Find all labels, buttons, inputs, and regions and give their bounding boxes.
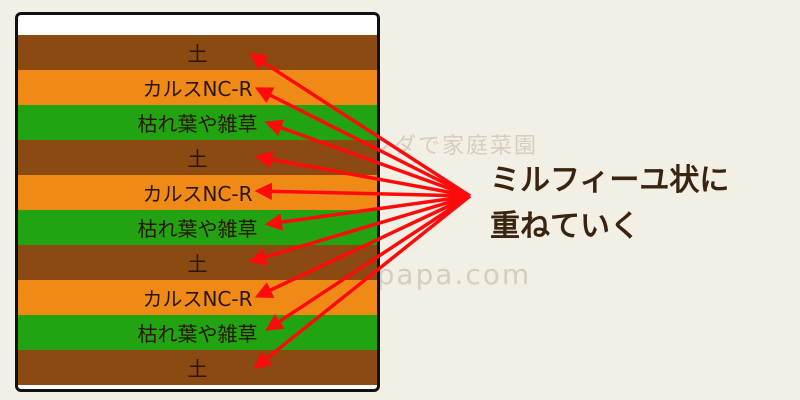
layer-soil: 土: [18, 245, 377, 280]
layer-label: 土: [187, 252, 208, 276]
layer-label: 枯れ葉や雑草: [137, 322, 258, 346]
arrow: [264, 194, 471, 231]
arrow: [248, 194, 471, 266]
arrow: [254, 194, 471, 298]
layer-label: カルスNC-R: [142, 182, 253, 206]
arrow: [254, 150, 471, 198]
layer-label: 枯れ葉や雑草: [137, 217, 258, 241]
arrow: [253, 194, 472, 370]
arrow: [249, 53, 471, 198]
layer-label: 土: [187, 357, 208, 381]
layer-label: カルスNC-R: [142, 287, 253, 311]
callout-line: ミルフィーユ状に: [490, 163, 730, 198]
callout-text: ミルフィーユ状に 重ねていく: [490, 158, 729, 250]
layer-leaves: 枯れ葉や雑草: [18, 105, 377, 140]
layer-leaves: 枯れ葉や雑草: [18, 315, 377, 350]
layer-label: カルスNC-R: [142, 77, 253, 101]
arrow: [265, 194, 471, 331]
arrow: [264, 119, 471, 198]
layer-soil: 土: [18, 350, 377, 385]
arrow: [254, 87, 471, 198]
layer-stack: 土 カルスNC-R 枯れ葉や雑草 土 カルスNC-R 枯れ葉や雑草 土 カルスN…: [15, 12, 380, 392]
layer-label: 土: [187, 42, 208, 66]
layer-label: 土: [187, 147, 208, 171]
arrow: [254, 182, 471, 201]
layer-calus: カルスNC-R: [18, 175, 377, 210]
layer-label: 枯れ葉や雑草: [137, 112, 258, 136]
layer-soil: 土: [18, 35, 377, 70]
callout-line: 重ねていく: [490, 209, 640, 244]
